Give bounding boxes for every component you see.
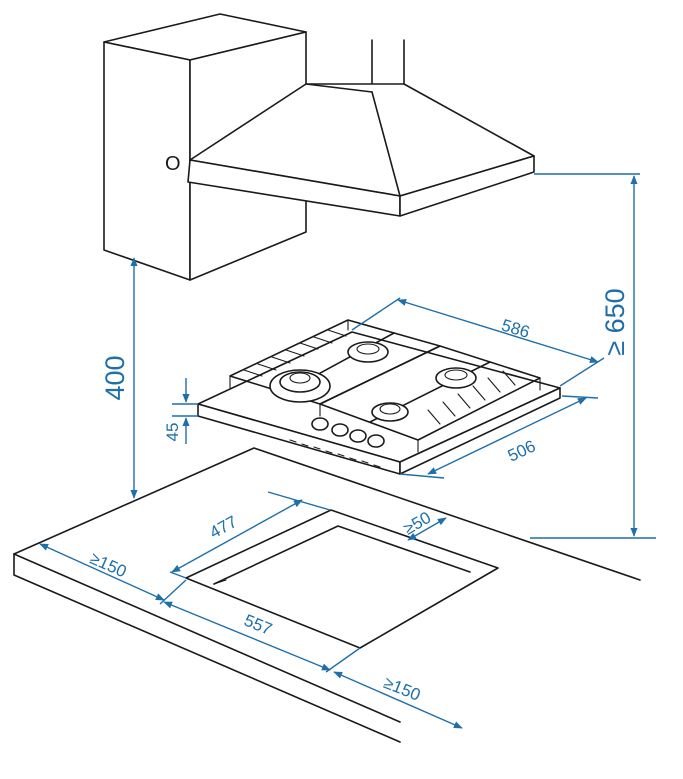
- control-knobs: [311, 417, 385, 448]
- burner-front-right: [371, 402, 409, 422]
- burner-wok: [269, 369, 331, 403]
- dim-hob-depth: 506: [505, 436, 539, 465]
- dimension-lines: [39, 173, 656, 729]
- dim-cutout-width: 557: [241, 611, 274, 639]
- dim-side-clearance: ≥150: [381, 673, 423, 705]
- dim-back-clearance: ≥50: [400, 508, 434, 539]
- worktop: [13, 447, 641, 743]
- burner-rear-right: [435, 367, 477, 389]
- burner-rear-left: [347, 341, 389, 363]
- dim-hob-width: 586: [499, 316, 532, 342]
- hood-switch-label: O: [165, 153, 181, 175]
- dim-cutout-depth: 477: [206, 512, 240, 542]
- cooker-hood: [187, 39, 535, 217]
- dim-clearance: ≥ 650: [600, 288, 630, 355]
- dim-hob-height: 45: [163, 423, 182, 442]
- dim-front-clearance: ≥150: [87, 549, 129, 582]
- dim-hood-height: 400: [100, 355, 130, 400]
